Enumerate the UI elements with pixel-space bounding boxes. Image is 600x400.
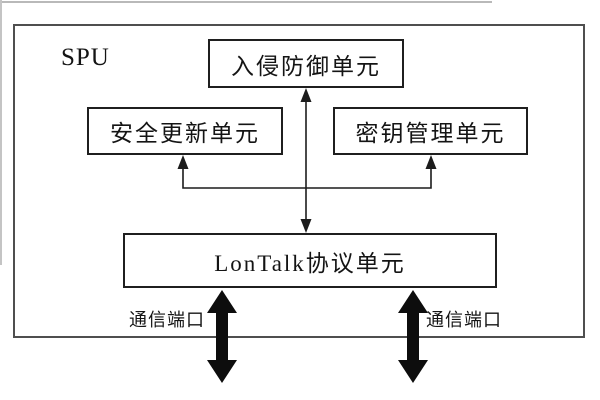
scan-edge-top — [0, 1, 492, 3]
comm-port-label-right: 通信端口 — [426, 310, 502, 330]
box-intrusion-label: 入侵防御单元 — [231, 53, 381, 79]
spu-container-box — [13, 24, 585, 338]
box-lontalk-protocol-unit: LonTalk协议单元 — [123, 233, 497, 288]
box-update-label: 安全更新单元 — [110, 121, 260, 146]
box-security-update-unit: 安全更新单元 — [87, 107, 283, 155]
box-intrusion-prevention-unit: 入侵防御单元 — [208, 39, 404, 88]
comm-port-label-left: 通信端口 — [129, 310, 205, 330]
scan-edge-left — [0, 0, 2, 265]
box-key-management-unit: 密钥管理单元 — [333, 107, 528, 155]
box-lontalk-label: LonTalk协议单元 — [214, 250, 406, 276]
spu-label: SPU — [61, 44, 110, 71]
box-key-label: 密钥管理单元 — [355, 121, 506, 146]
